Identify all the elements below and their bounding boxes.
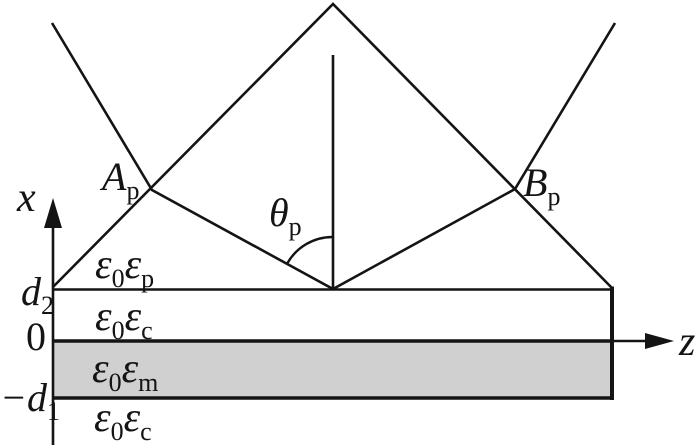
layer-label-prism: ε0εp	[95, 242, 154, 293]
theta-p-subscript: p	[289, 212, 302, 241]
layer-label-cover-upper: ε0εc	[95, 294, 153, 345]
epsilon-glyph: ε	[92, 346, 109, 392]
point-B-main: B	[523, 160, 547, 205]
point-A-label: Ap	[99, 154, 139, 205]
point-B-label: Bp	[523, 160, 560, 211]
layer-label-cover-lower: ε0εc	[94, 395, 152, 445]
diagram-strokes	[50, 2, 648, 445]
epsilon-glyph: ε	[95, 242, 112, 288]
epsilon-glyph: ε	[125, 242, 142, 288]
tick-d2-main: d	[21, 269, 42, 314]
epsilon-glyph: ε	[95, 294, 112, 340]
point-A-subscript: p	[126, 176, 139, 205]
epsilon-glyph: ε	[122, 346, 139, 392]
epsilon-glyph: ε	[125, 294, 142, 340]
epsilon-subscript: p	[141, 264, 154, 293]
tick-d2: d2	[21, 269, 54, 320]
epsilon-subscript: c	[141, 316, 153, 345]
tick-minus-d1-subscript: 1	[47, 397, 60, 426]
tick-d2-subscript: 2	[41, 291, 54, 320]
epsilon-glyph: ε	[94, 395, 111, 441]
theta-angle-arc	[286, 235, 334, 264]
layer-label-metal: ε0εm	[92, 346, 158, 397]
epsilon-glyph: ε	[124, 395, 141, 441]
z-axis-arrowhead-icon	[645, 333, 674, 349]
x-axis-arrowhead-icon	[44, 198, 62, 228]
epsilon-subscript: m	[138, 368, 158, 397]
epsilon-subscript: c	[140, 417, 152, 445]
diagram-labels: x z d2 0 −d1 Ap Bp θp ε0εp ε0εc ε0εm ε0ε…	[0, 154, 695, 445]
x-axis-label: x	[16, 175, 36, 221]
metal-layer-band	[53, 341, 612, 398]
theta-p-main: θ	[269, 190, 289, 235]
theta-p-label: θp	[269, 190, 302, 241]
point-B-subscript: p	[547, 182, 560, 211]
epsilon-subscript: 0	[111, 417, 124, 445]
point-A-main: A	[99, 154, 127, 199]
tick-minus-d1-main: −d	[0, 375, 48, 420]
prism-faces-path	[52, 2, 613, 289]
epsilon-subscript: 0	[112, 264, 125, 293]
tick-origin: 0	[26, 314, 46, 359]
epsilon-subscript: 0	[112, 316, 125, 345]
tick-minus-d1: −d1	[0, 375, 60, 426]
epsilon-subscript: 0	[109, 368, 122, 397]
z-axis-label: z	[678, 319, 695, 365]
